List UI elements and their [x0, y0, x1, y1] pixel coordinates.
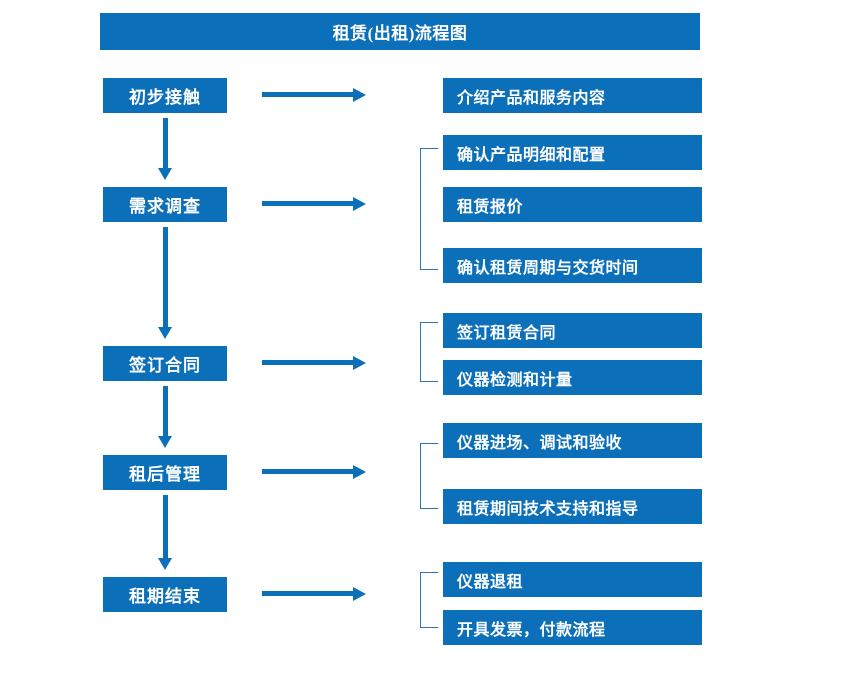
group-3-item-1[interactable]: 签订租赁合同 — [443, 313, 702, 348]
arrow-to-group-5-icon — [262, 587, 366, 601]
arrow-head — [353, 465, 366, 479]
group-4-bracket — [420, 443, 438, 509]
group-2-item-3[interactable]: 确认租赁周期与交货时间 — [443, 248, 702, 283]
arrow-shaft — [163, 386, 168, 436]
arrow-shaft — [163, 495, 168, 558]
stage-box-3[interactable]: 签订合同 — [103, 346, 227, 381]
arrow-stage-2-to-3-icon — [158, 227, 173, 339]
group-2-item-2[interactable]: 租赁报价 — [443, 187, 702, 222]
arrow-to-group-2-icon — [262, 197, 366, 211]
arrow-shaft — [262, 201, 354, 206]
group-2-item-1[interactable]: 确认产品明细和配置 — [443, 135, 702, 170]
group-4-item-1[interactable]: 仪器进场、调试和验收 — [443, 423, 702, 458]
group-3-bracket — [420, 322, 438, 382]
group-5-item-2[interactable]: 开具发票，付款流程 — [443, 610, 702, 645]
group-3-item-2[interactable]: 仪器检测和计量 — [443, 360, 702, 395]
arrow-head — [158, 558, 172, 570]
arrow-to-group-3-icon — [262, 356, 366, 370]
arrow-shaft — [163, 227, 168, 327]
arrow-shaft — [163, 118, 168, 168]
arrow-shaft — [262, 591, 354, 596]
arrow-shaft — [262, 92, 354, 97]
group-4-item-2[interactable]: 租赁期间技术支持和指导 — [443, 489, 702, 524]
arrow-shaft — [262, 360, 354, 365]
arrow-head — [353, 88, 366, 102]
arrow-head — [353, 587, 366, 601]
page-title: 租赁(出租)流程图 — [100, 13, 700, 50]
arrow-to-group-1-icon — [262, 88, 366, 102]
arrow-head — [158, 327, 172, 339]
arrow-head — [353, 197, 366, 211]
group-2-bracket — [420, 148, 438, 270]
stage-box-1[interactable]: 初步接触 — [103, 78, 227, 113]
stage-box-2[interactable]: 需求调查 — [103, 187, 227, 222]
stage-box-4[interactable]: 租后管理 — [103, 455, 227, 490]
stage-box-5[interactable]: 租期结束 — [103, 577, 227, 612]
arrow-stage-3-to-4-icon — [158, 386, 173, 448]
arrow-head — [158, 436, 172, 448]
group-5-item-1[interactable]: 仪器退租 — [443, 562, 702, 597]
arrow-to-group-4-icon — [262, 465, 366, 479]
arrow-stage-1-to-2-icon — [158, 118, 173, 180]
arrow-head — [158, 168, 172, 180]
arrow-head — [353, 356, 366, 370]
group-1-item-1[interactable]: 介绍产品和服务内容 — [443, 78, 702, 113]
group-5-bracket — [420, 572, 438, 628]
arrow-stage-4-to-5-icon — [158, 495, 173, 570]
arrow-shaft — [262, 469, 354, 474]
